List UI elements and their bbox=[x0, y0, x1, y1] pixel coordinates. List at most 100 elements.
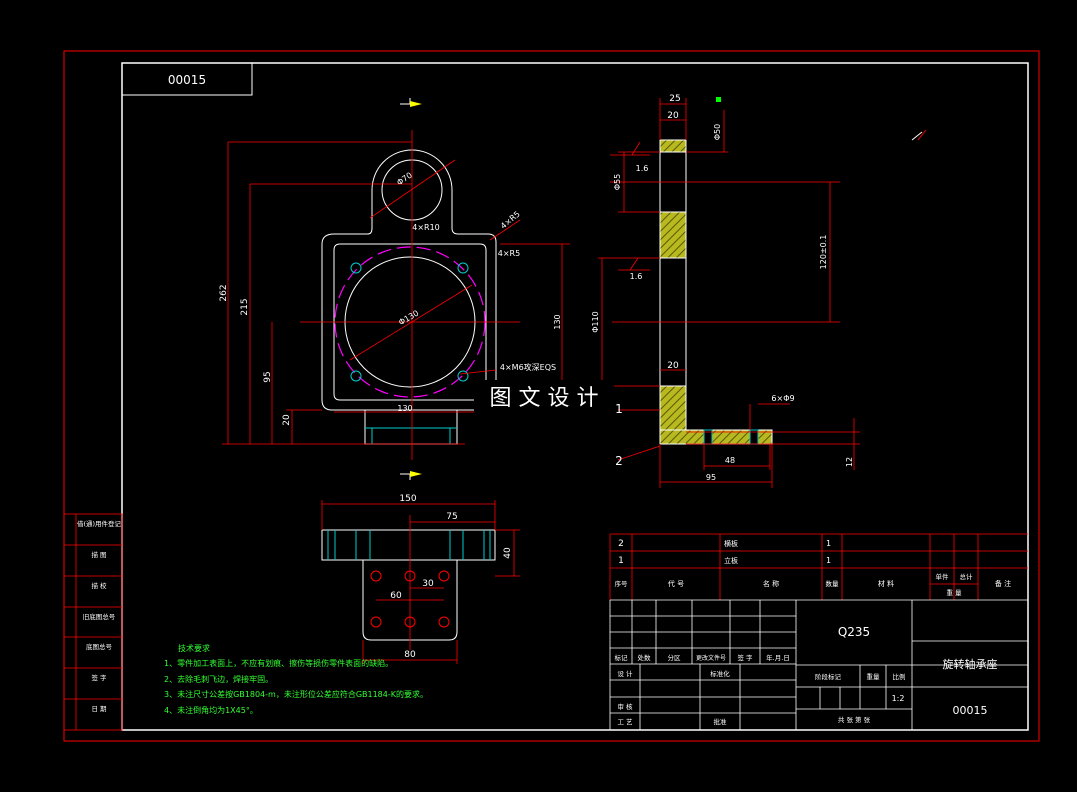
watermark: 图 文 设 计 bbox=[490, 386, 599, 411]
svg-text:40: 40 bbox=[503, 547, 513, 559]
svg-text:序号: 序号 bbox=[615, 579, 629, 588]
svg-text:1、零件加工表面上，不应有划痕、擦伤等损伤零件表面的缺陷。: 1、零件加工表面上，不应有划痕、擦伤等损伤零件表面的缺陷。 bbox=[164, 658, 393, 668]
svg-text:横板: 横板 bbox=[724, 539, 738, 548]
svg-text:95: 95 bbox=[263, 371, 273, 382]
svg-text:借(通)用件登记: 借(通)用件登记 bbox=[77, 519, 122, 528]
side-view-dim-text: 25 20 Φ50 Φ55 1.6 1.6 120±0.1 Φ110 20 6×… bbox=[591, 94, 854, 482]
svg-text:95: 95 bbox=[706, 473, 716, 482]
svg-text:30: 30 bbox=[422, 579, 434, 589]
svg-text:1:2: 1:2 bbox=[892, 694, 905, 703]
svg-text:签 字: 签 字 bbox=[91, 673, 107, 682]
svg-text:1.6: 1.6 bbox=[630, 272, 643, 281]
svg-text:描 图: 描 图 bbox=[91, 550, 106, 559]
svg-text:Φ110: Φ110 bbox=[591, 311, 600, 333]
svg-text:130: 130 bbox=[553, 314, 562, 329]
drawing-number-box: 00015 bbox=[121, 62, 253, 96]
side-view-dims bbox=[598, 98, 860, 488]
svg-text:Φ70: Φ70 bbox=[395, 171, 414, 188]
svg-text:20: 20 bbox=[667, 361, 679, 371]
svg-text:2: 2 bbox=[615, 454, 623, 468]
center-mark bbox=[400, 98, 422, 480]
svg-text:Φ55: Φ55 bbox=[613, 174, 622, 190]
svg-text:60: 60 bbox=[390, 591, 402, 601]
svg-text:2: 2 bbox=[618, 539, 624, 549]
svg-text:25: 25 bbox=[669, 94, 680, 104]
drawing-number-top: 00015 bbox=[168, 73, 206, 87]
tapped-holes bbox=[350, 262, 469, 382]
svg-text:150: 150 bbox=[399, 494, 416, 504]
svg-text:工 艺: 工 艺 bbox=[617, 718, 633, 726]
svg-text:Φ50: Φ50 bbox=[713, 124, 722, 140]
part-name: 旋转轴承座 bbox=[943, 657, 998, 671]
svg-text:总计: 总计 bbox=[960, 572, 974, 581]
svg-text:设 计: 设 计 bbox=[617, 669, 633, 678]
svg-text:备 注: 备 注 bbox=[995, 579, 1011, 588]
svg-text:215: 215 bbox=[240, 298, 250, 315]
svg-text:单件: 单件 bbox=[936, 572, 950, 581]
svg-text:立板: 立板 bbox=[724, 556, 738, 565]
side-view bbox=[659, 139, 773, 445]
svg-text:4×M6攻深EQS: 4×M6攻深EQS bbox=[500, 362, 556, 372]
svg-text:处数: 处数 bbox=[638, 653, 652, 662]
svg-text:1: 1 bbox=[826, 539, 831, 548]
svg-text:阶段标记: 阶段标记 bbox=[815, 672, 842, 681]
roughness-symbol bbox=[911, 129, 927, 141]
title-block: 2 横板 1 1 立板 1 序号 代 号 名 称 数量 材 料 单件 总计 重 … bbox=[609, 533, 1028, 730]
svg-text:比例: 比例 bbox=[893, 672, 906, 681]
svg-text:重量: 重量 bbox=[867, 673, 881, 681]
svg-text:80: 80 bbox=[404, 650, 416, 660]
svg-text:年.月.日: 年.月.日 bbox=[766, 653, 790, 662]
svg-text:更改文件号: 更改文件号 bbox=[696, 654, 726, 662]
svg-text:代 号: 代 号 bbox=[668, 579, 684, 588]
svg-text:1.6: 1.6 bbox=[636, 164, 649, 173]
svg-text:批准: 批准 bbox=[714, 717, 728, 726]
svg-text:数量: 数量 bbox=[826, 579, 840, 588]
tech-requirements: 技术要求 1、零件加工表面上，不应有划痕、擦伤等损伤零件表面的缺陷。 2、去除毛… bbox=[164, 643, 428, 715]
svg-text:130: 130 bbox=[397, 404, 412, 413]
front-view-dims bbox=[222, 130, 570, 460]
svg-text:6×Φ9: 6×Φ9 bbox=[771, 394, 794, 403]
svg-text:4×R5: 4×R5 bbox=[499, 209, 522, 230]
svg-text:1: 1 bbox=[826, 556, 831, 565]
svg-text:标准化: 标准化 bbox=[710, 669, 730, 678]
drawing-number: 00015 bbox=[953, 704, 988, 717]
svg-text:12: 12 bbox=[845, 457, 854, 467]
svg-text:分区: 分区 bbox=[668, 653, 682, 662]
svg-text:4×R10: 4×R10 bbox=[412, 223, 440, 232]
svg-text:旧底图总号: 旧底图总号 bbox=[83, 612, 116, 621]
watermark-bg bbox=[474, 380, 614, 414]
svg-text:2、去除毛刺飞边，焊接牢固。: 2、去除毛刺飞边，焊接牢固。 bbox=[164, 674, 273, 684]
svg-text:日 期: 日 期 bbox=[91, 705, 107, 713]
left-strip: 借(通)用件登记 描 图 描 校 旧底图总号 底图总号 签 字 日 期 bbox=[63, 513, 123, 731]
svg-text:共 张 第 张: 共 张 第 张 bbox=[838, 715, 871, 724]
inner-frame bbox=[121, 62, 1029, 731]
svg-text:48: 48 bbox=[725, 456, 735, 465]
svg-text:3、未注尺寸公差按GB1804-m，未注形位公差应符合GB1: 3、未注尺寸公差按GB1804-m，未注形位公差应符合GB1184-K的要求。 bbox=[164, 689, 428, 699]
outer-frame bbox=[63, 50, 1040, 742]
svg-text:签 字: 签 字 bbox=[737, 653, 753, 662]
svg-text:4、未注倒角均为1X45°。: 4、未注倒角均为1X45°。 bbox=[164, 705, 258, 715]
green-marker bbox=[716, 97, 721, 102]
svg-text:75: 75 bbox=[446, 512, 457, 522]
svg-text:1: 1 bbox=[615, 402, 623, 416]
svg-text:120±0.1: 120±0.1 bbox=[819, 235, 828, 270]
svg-text:底图总号: 底图总号 bbox=[86, 642, 113, 651]
svg-text:20: 20 bbox=[282, 414, 292, 426]
top-view-dims bbox=[321, 500, 520, 664]
svg-text:262: 262 bbox=[219, 284, 229, 301]
svg-text:审 核: 审 核 bbox=[617, 702, 633, 711]
svg-text:1: 1 bbox=[618, 556, 624, 566]
svg-text:描 校: 描 校 bbox=[91, 581, 107, 590]
svg-text:名 称: 名 称 bbox=[763, 579, 779, 588]
svg-text:材 料: 材 料 bbox=[878, 579, 894, 588]
top-view-dim-text: 150 75 40 60 30 80 bbox=[390, 494, 513, 660]
front-view bbox=[321, 149, 497, 445]
svg-text:重 量: 重 量 bbox=[946, 589, 962, 597]
top-view bbox=[321, 529, 496, 641]
svg-text:4×R5: 4×R5 bbox=[498, 249, 520, 258]
svg-text:技术要求: 技术要求 bbox=[178, 643, 210, 653]
svg-text:20: 20 bbox=[667, 111, 679, 121]
svg-text:标记: 标记 bbox=[615, 653, 629, 662]
material: Q235 bbox=[838, 625, 870, 639]
